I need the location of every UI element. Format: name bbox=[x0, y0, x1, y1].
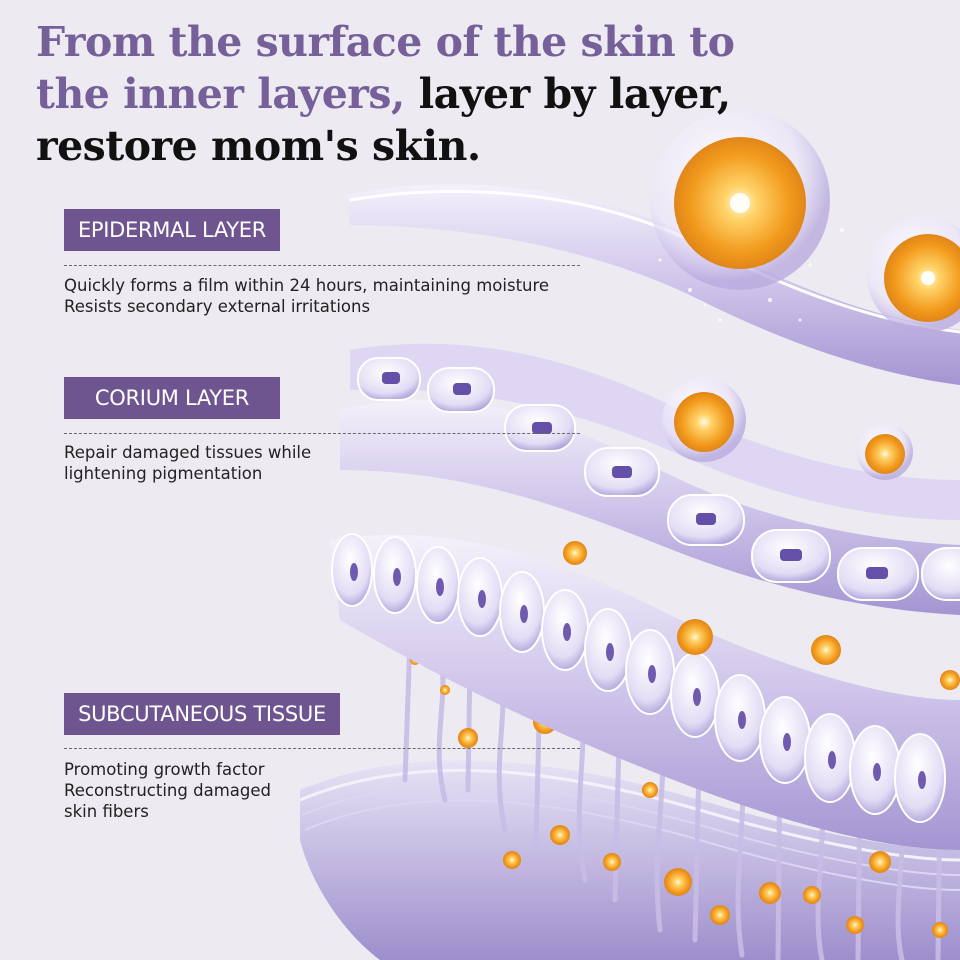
corium-description-line: lightening pigmentation bbox=[64, 464, 263, 483]
epidermal-description: Quickly forms a film within 24 hours, ma… bbox=[64, 275, 549, 317]
headline-line2-rest: layer by layer, bbox=[418, 70, 732, 118]
subcutaneous-cell-sheet bbox=[330, 533, 960, 850]
epidermal-layer-badge: EPIDERMAL LAYER bbox=[64, 209, 280, 251]
corium-layer-badge: CORIUM LAYER bbox=[64, 377, 280, 419]
epidermal-divider bbox=[64, 265, 580, 266]
headline-line1: From the surface of the skin to bbox=[36, 18, 735, 66]
epidermal-description-line: Resists secondary external irritations bbox=[64, 297, 371, 316]
epidermal-description-line: Quickly forms a film within 24 hours, ma… bbox=[64, 276, 550, 295]
page-headline: From the surface of the skin to the inne… bbox=[36, 16, 735, 172]
corium-divider bbox=[64, 433, 580, 434]
corium-sheet bbox=[340, 343, 960, 615]
subcutaneous-description-line: Promoting growth factor bbox=[64, 760, 265, 779]
subcutaneous-description-line: skin fibers bbox=[64, 802, 149, 821]
corium-description: Repair damaged tissues while lightening … bbox=[64, 442, 311, 484]
subcutaneous-description: Promoting growth factor Reconstructing d… bbox=[64, 759, 271, 822]
epidermal-sheet bbox=[345, 110, 960, 385]
subcutaneous-divider bbox=[64, 748, 580, 749]
corium-description-line: Repair damaged tissues while bbox=[64, 443, 312, 462]
subcutaneous-description-line: Reconstructing damaged bbox=[64, 781, 271, 800]
subcutaneous-tissue-badge: SUBCUTANEOUS TISSUE bbox=[64, 693, 340, 735]
headline-line2-accent: the inner layers, bbox=[36, 70, 405, 118]
headline-line3: restore mom's skin. bbox=[36, 122, 481, 170]
